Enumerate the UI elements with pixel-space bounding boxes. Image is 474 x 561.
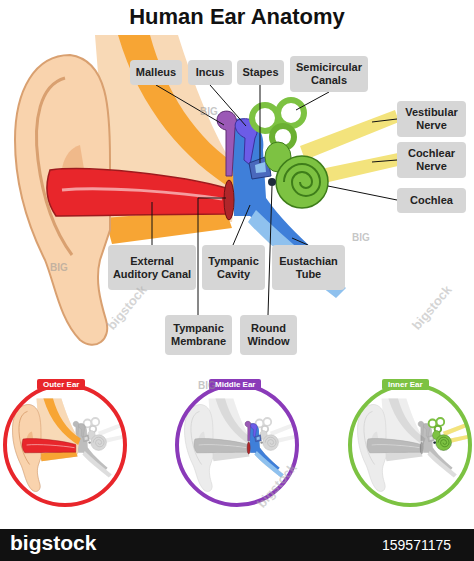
part-name: Cochlea (410, 194, 453, 207)
part-name: External Auditory Canal (112, 255, 192, 281)
region-circle: Inner Ear (350, 385, 470, 505)
diagram-title: Human Ear Anatomy (0, 4, 474, 30)
part-name: Incus (196, 66, 225, 79)
part-label-box: Round Window (240, 315, 297, 355)
region-badge: Inner Ear (382, 379, 429, 390)
part-label-box: Eustachian Tube (272, 245, 345, 290)
part-name: Eustachian Tube (276, 255, 341, 281)
watermark: BIG (352, 232, 370, 243)
watermark: BIG (50, 262, 68, 273)
part-name: Semicircular Canals (294, 61, 364, 87)
part-label-box: Malleus (130, 60, 182, 85)
footer-bar (0, 529, 474, 561)
footer-logo: bigstock (10, 531, 96, 555)
part-name: Cochlear Nerve (401, 147, 462, 173)
watermark: BIG (200, 106, 218, 117)
part-label-box: Stapes (237, 60, 284, 85)
part-name: Vestibular Nerve (401, 106, 462, 132)
part-label-box: External Auditory Canal (108, 245, 196, 290)
part-label-box: Tympanic Cavity (202, 245, 265, 290)
part-label-box: Vestibular Nerve (397, 101, 466, 137)
part-label-box: Incus (188, 60, 232, 85)
region-badge: Outer Ear (37, 379, 85, 390)
part-name: Malleus (136, 66, 176, 79)
part-label-box: Cochlea (397, 188, 466, 213)
watermark: bigstock (409, 282, 455, 333)
circle-outline (350, 385, 470, 505)
part-name: Tympanic Membrane (169, 322, 228, 348)
part-name: Stapes (242, 66, 278, 79)
part-label-box: Tympanic Membrane (165, 315, 232, 355)
part-name: Tympanic Cavity (206, 255, 261, 281)
part-name: Round Window (244, 322, 293, 348)
region-circle: Outer Ear (5, 385, 125, 505)
stock-number: 159571175 (382, 537, 451, 553)
part-label-box: Semicircular Canals (290, 56, 368, 92)
region-badge: Middle Ear (209, 379, 261, 390)
circle-outline (5, 385, 125, 505)
part-label-box: Cochlear Nerve (397, 142, 466, 178)
watermark: BIG (198, 380, 216, 391)
